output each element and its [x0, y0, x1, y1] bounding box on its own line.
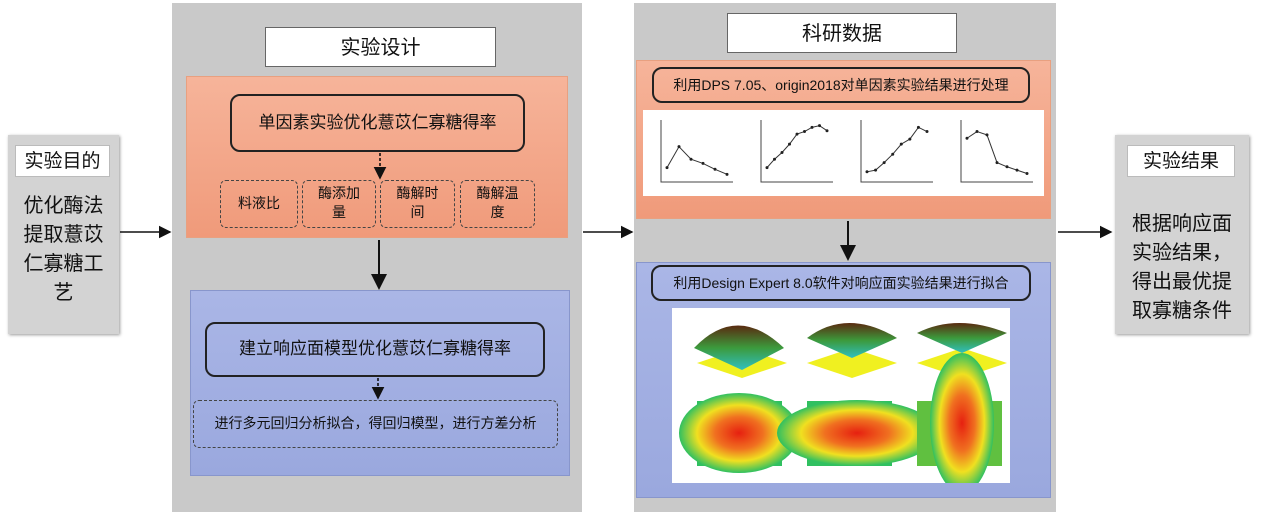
- goal-label: 实验目的: [15, 145, 110, 177]
- factor-box: 酶解时 间: [380, 180, 455, 228]
- result-line: 得出最优提: [1132, 269, 1232, 293]
- design-title: 实验设计: [265, 27, 496, 67]
- rsm-box: 建立响应面模型优化薏苡仁寡糖得率: [205, 322, 545, 377]
- surface-contour-plots: [679, 323, 1007, 483]
- data-point: [1005, 165, 1009, 169]
- data-point: [899, 142, 903, 146]
- response-surface-plots: [672, 308, 1010, 483]
- analysis-box: 进行多元回归分析拟合，得回归模型，进行方差分析: [193, 400, 558, 448]
- data-point: [780, 151, 784, 155]
- result-label: 实验结果: [1127, 145, 1235, 177]
- de-box: 利用Design Expert 8.0软件对响应面实验结果进行拟合: [651, 265, 1031, 301]
- chart-axis: [660, 120, 733, 183]
- data-point: [908, 137, 912, 141]
- data-point: [865, 170, 869, 174]
- series-line: [866, 126, 928, 173]
- goal-line: 优化酶法: [23, 193, 104, 217]
- data-point: [1025, 171, 1029, 175]
- goal-line: 仁寡糖工: [23, 251, 104, 275]
- single-factor-box: 单因素实验优化薏苡仁寡糖得率: [230, 94, 525, 152]
- data-point: [765, 166, 769, 170]
- single-factor-section: [186, 76, 568, 238]
- data-point: [882, 161, 886, 165]
- data-point: [788, 142, 791, 146]
- result-text: 根据响应面实验结果， 得出最优提取寡糖条件: [1115, 209, 1249, 325]
- data-point: [891, 152, 895, 156]
- single-factor-charts: [643, 110, 1044, 196]
- result-line: 实验结果，: [1132, 240, 1232, 264]
- result-line: 取寡糖条件: [1132, 298, 1232, 322]
- data-point: [1015, 168, 1019, 172]
- data-point: [874, 168, 878, 172]
- dps-box: 利用DPS 7.05、origin2018对单因素实验结果进行处理: [652, 67, 1030, 103]
- data-point: [925, 130, 929, 134]
- chart-axis: [860, 120, 933, 183]
- series-line: [966, 130, 1028, 174]
- result-line: 根据响应面: [1132, 211, 1232, 235]
- factor-box: 酶添加 量: [302, 180, 376, 228]
- data-point: [665, 166, 669, 170]
- result-box: 实验结果 根据响应面实验结果， 得出最优提取寡糖条件: [1115, 135, 1249, 334]
- data-point: [818, 124, 821, 128]
- data-point: [701, 161, 705, 165]
- factor-box: 酶解温 度: [460, 180, 535, 228]
- data-point: [916, 125, 920, 129]
- chart-axis: [760, 120, 833, 183]
- data-point: [795, 132, 799, 136]
- data-point: [773, 157, 776, 161]
- data-point: [725, 172, 729, 176]
- data-point: [825, 129, 829, 133]
- goal-box: 实验目的 优化酶法提取薏苡仁寡糖工艺: [8, 135, 119, 334]
- series-line: [666, 145, 728, 175]
- contour-plot: [679, 353, 1002, 483]
- data-point: [677, 145, 681, 149]
- goal-line: 提取薏苡: [23, 222, 104, 246]
- factor-box: 料液比: [220, 180, 298, 228]
- data-point: [713, 167, 717, 171]
- goal-line: 艺: [53, 280, 74, 304]
- data-point: [995, 161, 999, 165]
- data-point: [975, 130, 979, 134]
- surface-plot: [694, 323, 1007, 378]
- goal-text: 优化酶法提取薏苡仁寡糖工艺: [8, 191, 119, 307]
- chart-axis: [960, 120, 1033, 183]
- data-point: [810, 125, 814, 129]
- data-point: [803, 130, 806, 134]
- series-line: [766, 125, 828, 168]
- data-point: [689, 157, 693, 161]
- line-charts: [660, 120, 1033, 183]
- data-point: [965, 136, 969, 140]
- data-title: 科研数据: [727, 13, 957, 53]
- data-point: [985, 133, 989, 137]
- rsm-section: [190, 290, 570, 476]
